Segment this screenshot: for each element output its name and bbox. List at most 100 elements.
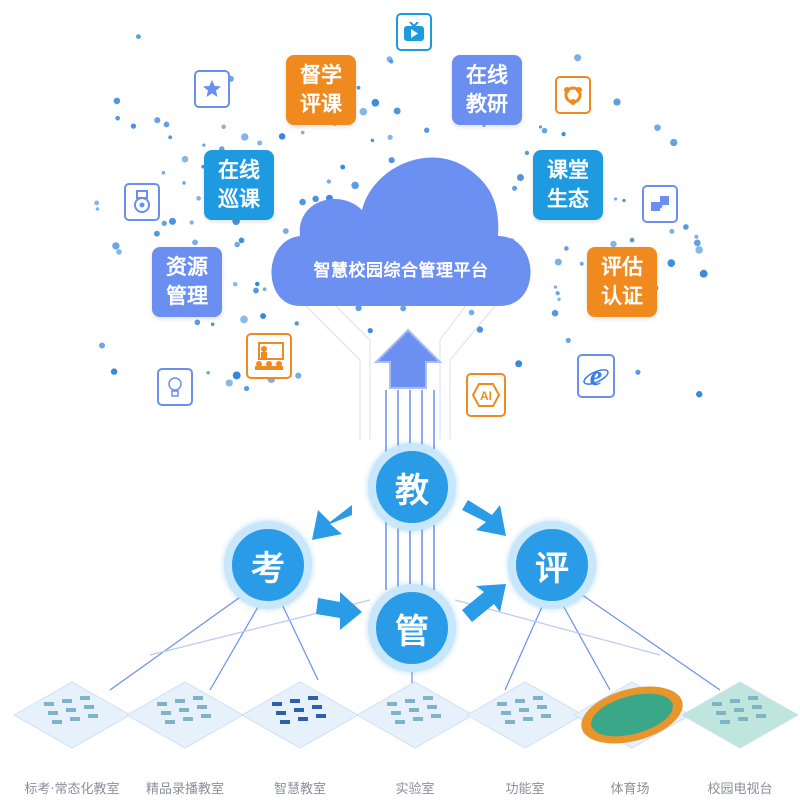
particle-dot	[610, 240, 617, 248]
particle-dot	[359, 107, 368, 116]
particle-dot	[241, 133, 249, 141]
particle-dot	[670, 138, 678, 147]
circle-evaluate[interactable]: 评	[508, 521, 596, 609]
room-label-recording-classroom[interactable]: 精品录播教室	[145, 782, 224, 797]
tile-label: 课堂生态	[547, 158, 589, 211]
particle-dot	[561, 131, 566, 137]
particle-dot	[163, 121, 170, 128]
particle-dot	[210, 322, 215, 327]
puzzle-icon	[642, 185, 678, 223]
circle-teach[interactable]: 教	[368, 443, 456, 531]
tile-supervision-review[interactable]: 督学评课	[286, 55, 356, 125]
particle-dot	[326, 179, 332, 184]
particle-dot	[182, 181, 186, 185]
particle-dot	[579, 261, 584, 266]
particle-dot	[564, 246, 569, 251]
particle-dot	[468, 309, 475, 316]
tile-label: 督学评课	[300, 63, 342, 116]
particle-dot	[234, 241, 240, 248]
tile-classroom-ecology[interactable]: 课堂生态	[533, 150, 603, 220]
particle-dot	[388, 157, 395, 164]
up-arrow	[373, 328, 443, 389]
room-label-smart-classroom[interactable]: 智慧教室	[273, 782, 326, 797]
particle-dot	[260, 313, 267, 320]
room-label-stadium[interactable]: 体育场	[610, 782, 650, 797]
share-icon	[555, 76, 591, 114]
cloud-shape	[271, 157, 531, 306]
particle-dot	[613, 197, 618, 201]
browser-e-icon: e	[577, 354, 615, 398]
ai-icon: AI	[466, 373, 506, 417]
tile-assessment-certification[interactable]: 评估认证	[587, 247, 657, 317]
particle-dot	[654, 124, 661, 131]
particle-dot	[201, 165, 205, 169]
particle-dot	[424, 127, 430, 133]
particle-dot	[574, 54, 582, 62]
particle-dot	[168, 135, 172, 140]
particle-dot	[694, 234, 699, 239]
room-label-laboratory[interactable]: 实验室	[395, 782, 435, 797]
particle-dot	[370, 138, 375, 143]
particle-dot	[94, 200, 100, 206]
room-illustration	[125, 681, 245, 749]
tile-label: 在线教研	[466, 63, 508, 116]
particle-dot	[555, 291, 560, 296]
room-illustration	[355, 681, 475, 749]
particle-dot	[238, 237, 245, 244]
particle-dot	[371, 98, 380, 107]
cycle-arrows	[312, 500, 506, 630]
particle-dot	[154, 117, 161, 124]
particle-dot	[551, 309, 559, 317]
particle-dot	[95, 207, 100, 211]
particle-dot	[515, 360, 523, 368]
particle-dot	[693, 239, 701, 247]
room-label-standard-classroom[interactable]: 标考·常态化教室	[24, 782, 120, 797]
particle-dot	[161, 170, 166, 175]
particle-dot	[130, 123, 137, 129]
room-label-campus-tv[interactable]: 校园电视台	[707, 782, 773, 797]
particle-dot	[524, 150, 530, 156]
particle-dot	[554, 258, 562, 266]
particle-dot	[232, 281, 238, 287]
tile-label: 资源管理	[166, 255, 208, 308]
particle-dot	[116, 249, 122, 255]
circle-exam[interactable]: 考	[224, 521, 312, 609]
particle-dot	[112, 242, 120, 250]
particle-dot	[669, 228, 675, 234]
particle-dot	[393, 107, 401, 115]
tile-label: 在线巡课	[218, 158, 260, 211]
particle-dot	[253, 287, 259, 294]
particle-dot	[115, 115, 121, 121]
particle-dot	[386, 56, 393, 63]
particle-dot	[136, 34, 141, 40]
room-illustration	[465, 681, 585, 749]
particle-dot	[613, 98, 621, 106]
particle-dot	[387, 134, 393, 140]
particle-dot	[202, 143, 206, 147]
particle-dot	[240, 315, 248, 324]
particle-dot	[194, 319, 201, 326]
particle-dot	[541, 127, 548, 134]
particle-dot	[565, 337, 571, 344]
particle-dot	[516, 173, 525, 182]
particle-dot	[196, 196, 201, 201]
particle-dot	[221, 124, 226, 130]
particle-dot	[695, 246, 703, 254]
particle-dot	[553, 285, 558, 289]
particle-dot	[282, 228, 289, 234]
particle-dot	[538, 125, 543, 129]
svg-text:e: e	[590, 362, 602, 390]
particle-dot	[225, 379, 233, 387]
particle-dot	[340, 164, 346, 170]
tile-resource-management[interactable]: 资源管理	[152, 247, 222, 317]
circle-manage[interactable]: 管	[368, 584, 456, 672]
particle-dot	[629, 237, 635, 243]
particle-dot	[181, 155, 189, 163]
tile-online-patrol[interactable]: 在线巡课	[204, 150, 274, 220]
particle-dot	[295, 372, 302, 379]
tile-online-research[interactable]: 在线教研	[452, 55, 522, 125]
particle-dot	[255, 281, 260, 287]
particle-dot	[192, 239, 198, 246]
room-label-function-room[interactable]: 功能室	[505, 782, 545, 797]
platform-title: 智慧校园综合管理平台	[313, 261, 489, 281]
